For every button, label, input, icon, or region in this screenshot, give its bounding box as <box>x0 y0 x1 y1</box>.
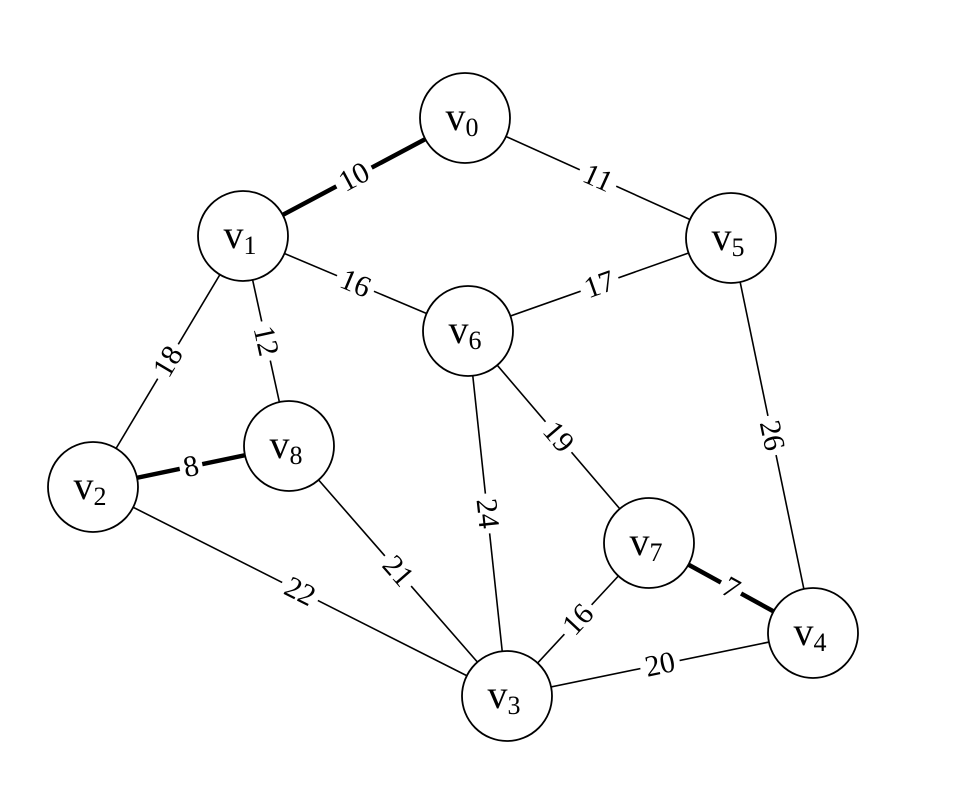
weight-label: 12 <box>247 323 286 359</box>
node-label: v2 <box>74 463 107 511</box>
node-v5: v5 <box>685 192 777 284</box>
weight-background <box>331 261 380 306</box>
weight-background <box>753 412 791 459</box>
node-v8: v8 <box>243 400 335 492</box>
node-label: v1 <box>224 212 257 260</box>
node-label: v7 <box>630 519 663 567</box>
node-letter: v <box>446 94 466 139</box>
weight-background <box>573 156 623 200</box>
node-v4: v4 <box>767 587 859 679</box>
node-index: 3 <box>508 691 521 720</box>
weight-background <box>247 318 285 364</box>
node-letter: v <box>449 307 469 352</box>
node-circle <box>243 400 335 492</box>
node-label: v0 <box>446 94 479 142</box>
edge-weight-v7-v4: 7 <box>713 569 749 607</box>
node-circle <box>767 587 859 679</box>
weight-background <box>176 449 206 484</box>
node-index: 6 <box>469 326 482 355</box>
edge-weight-v1-v8: 12 <box>247 318 286 364</box>
node-label: v4 <box>794 609 827 657</box>
weight-label: 18 <box>146 340 190 383</box>
node-v2: v2 <box>47 441 139 533</box>
node-circle <box>603 497 695 589</box>
edge-weight-v2-v8: 8 <box>176 449 206 484</box>
weight-background <box>575 263 624 306</box>
edge-weight-v2-v3: 22 <box>275 569 325 614</box>
node-letter: v <box>794 609 814 654</box>
node-index: 1 <box>244 231 257 260</box>
weight-background <box>275 569 325 614</box>
node-letter: v <box>630 519 650 564</box>
node-circle <box>422 285 514 377</box>
node-letter: v <box>74 463 94 508</box>
weight-label: 16 <box>556 597 601 641</box>
node-label: v5 <box>712 214 745 262</box>
node-index: 8 <box>290 441 303 470</box>
edge-weight-v1-v2: 18 <box>144 336 192 387</box>
weight-background <box>373 546 423 596</box>
weight-label: 24 <box>469 497 505 530</box>
node-label: v3 <box>488 672 521 720</box>
weight-background <box>144 336 192 387</box>
node-circle <box>685 192 777 284</box>
weight-label: 10 <box>333 155 375 198</box>
node-v6: v6 <box>422 285 514 377</box>
node-index: 4 <box>814 628 827 657</box>
node-letter: v <box>270 422 290 467</box>
weight-background <box>553 594 603 645</box>
node-index: 0 <box>466 113 479 142</box>
node-v0: v0 <box>419 72 511 164</box>
edge-weight-v8-v3: 21 <box>373 546 423 596</box>
weight-background <box>329 154 379 200</box>
node-circle <box>197 190 289 282</box>
node-label: v6 <box>449 307 482 355</box>
weight-label: 19 <box>536 415 581 459</box>
node-v3: v3 <box>461 650 553 742</box>
node-label: v8 <box>270 422 303 470</box>
weight-label: 26 <box>753 417 791 453</box>
edge-weight-v1-v6: 16 <box>331 261 380 306</box>
weight-background <box>713 569 749 607</box>
node-circle <box>47 441 139 533</box>
node-index: 7 <box>650 538 663 567</box>
node-circle <box>419 72 511 164</box>
node-circle <box>461 650 553 742</box>
edge-weight-v5-v4: 26 <box>753 412 791 459</box>
edge-weight-v0-v1: 10 <box>329 154 379 200</box>
edge-weight-v6-v7: 19 <box>534 412 583 462</box>
node-index: 5 <box>732 233 745 262</box>
edge-weight-v3-v4: 20 <box>637 645 683 684</box>
weight-background <box>637 645 683 684</box>
node-letter: v <box>488 672 508 717</box>
node-v7: v7 <box>603 497 695 589</box>
edge-weight-v5-v6: 17 <box>575 263 624 306</box>
weight-background <box>534 412 583 462</box>
weight-label: 21 <box>376 549 421 593</box>
edge-weight-v6-v3: 24 <box>469 492 506 535</box>
node-letter: v <box>712 214 732 259</box>
node-index: 2 <box>94 482 107 511</box>
weight-label: 20 <box>642 645 678 683</box>
edge-weight-v7-v3: 16 <box>553 594 603 645</box>
weight-background <box>470 492 505 535</box>
edge-weight-v0-v5: 11 <box>573 156 623 200</box>
node-letter: v <box>224 212 244 257</box>
node-v1: v1 <box>197 190 289 282</box>
weight-label: 8 <box>180 449 201 484</box>
